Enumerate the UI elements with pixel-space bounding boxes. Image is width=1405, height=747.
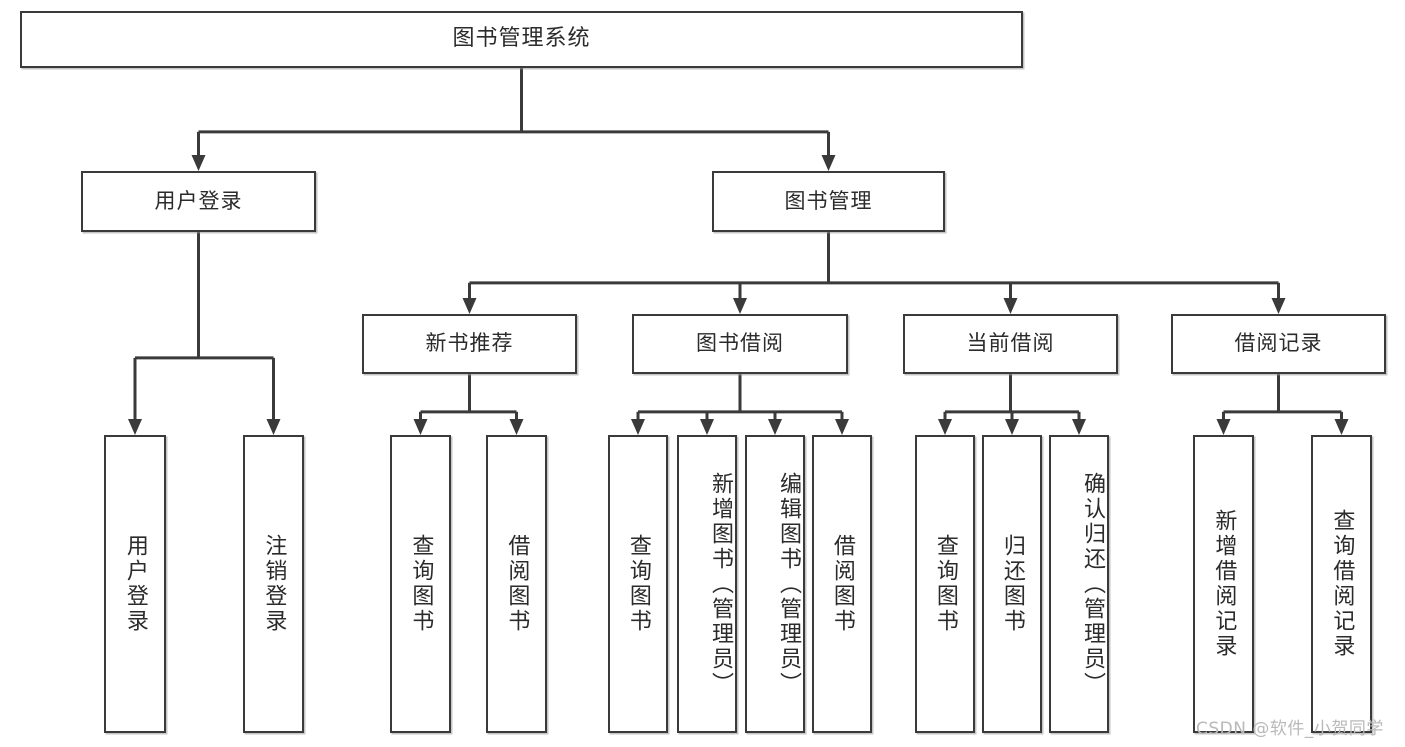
node-leaf-borrow-book-1[interactable]: 借阅图书	[486, 435, 547, 733]
node-leaf-edit-book-label: 编辑图书（管理员）	[776, 471, 801, 697]
node-leaf-edit-book[interactable]: 编辑图书（管理员）	[745, 435, 805, 733]
watermark: CSDN @软件_小贺同学	[1196, 719, 1384, 739]
node-root-label: 图书管理系统	[452, 26, 591, 52]
node-leaf-confirm-return-label: 确认归还（管理员）	[1080, 471, 1105, 697]
node-leaf-user-logout[interactable]: 注销登录	[243, 435, 304, 733]
node-leaf-add-record[interactable]: 新增借阅记录	[1193, 435, 1254, 733]
node-leaf-query-record-label: 查询借阅记录	[1329, 509, 1355, 659]
node-borrow-record-label: 借阅记录	[1234, 331, 1323, 356]
node-user-login[interactable]: 用户登录	[81, 171, 316, 232]
node-book-manage-label: 图书管理	[784, 188, 873, 213]
node-leaf-query-book-1[interactable]: 查询图书	[390, 435, 451, 733]
node-leaf-query-book-2-label: 查询图书	[625, 534, 651, 634]
node-leaf-query-record[interactable]: 查询借阅记录	[1311, 435, 1372, 733]
node-book-borrow[interactable]: 图书借阅	[632, 314, 848, 374]
node-leaf-query-book-2[interactable]: 查询图书	[608, 435, 668, 733]
node-leaf-query-book-3[interactable]: 查询图书	[915, 435, 975, 733]
node-leaf-borrow-book-1-label: 借阅图书	[504, 534, 530, 634]
node-leaf-add-record-label: 新增借阅记录	[1211, 509, 1237, 659]
node-current-borrow-label: 当前借阅	[966, 331, 1055, 356]
node-leaf-user-logout-label: 注销登录	[261, 534, 287, 634]
node-leaf-add-book-label: 新增图书（管理员）	[708, 471, 733, 697]
node-borrow-record[interactable]: 借阅记录	[1171, 314, 1386, 374]
node-leaf-confirm-return[interactable]: 确认归还（管理员）	[1049, 435, 1109, 733]
node-leaf-borrow-book-2[interactable]: 借阅图书	[812, 435, 872, 733]
node-leaf-query-book-1-label: 查询图书	[408, 534, 434, 634]
node-leaf-user-login-label: 用户登录	[122, 534, 148, 634]
node-book-borrow-label: 图书借阅	[696, 331, 784, 356]
node-new-book-rec-label: 新书推荐	[425, 331, 514, 356]
node-book-manage[interactable]: 图书管理	[712, 171, 945, 232]
node-leaf-borrow-book-2-label: 借阅图书	[829, 534, 855, 634]
node-current-borrow[interactable]: 当前借阅	[903, 314, 1118, 374]
node-leaf-return-book-label: 归还图书	[999, 534, 1025, 634]
node-leaf-return-book[interactable]: 归还图书	[982, 435, 1042, 733]
node-leaf-query-book-3-label: 查询图书	[932, 534, 958, 634]
node-root[interactable]: 图书管理系统	[20, 11, 1023, 68]
node-new-book-rec[interactable]: 新书推荐	[362, 314, 577, 374]
node-leaf-user-login[interactable]: 用户登录	[104, 435, 166, 733]
node-leaf-add-book[interactable]: 新增图书（管理员）	[677, 435, 737, 733]
node-user-login-label: 用户登录	[154, 188, 243, 213]
